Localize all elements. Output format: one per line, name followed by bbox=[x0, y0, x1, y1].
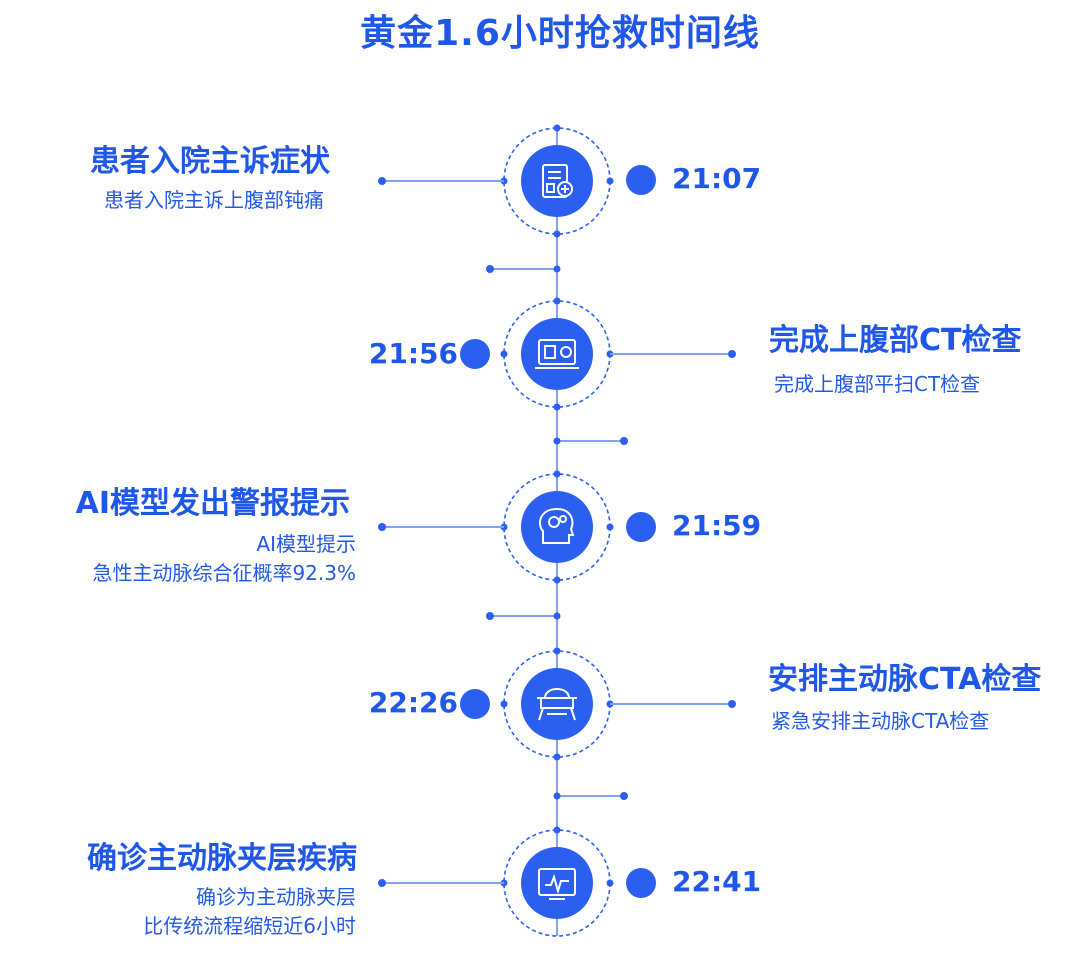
event-1-time: 21:07 bbox=[672, 162, 762, 195]
event-5-desc-line-1: 确诊为主动脉夹层 bbox=[196, 885, 356, 909]
medical-report-icon bbox=[542, 164, 573, 198]
event-1-desc-line-1: 患者入院主诉上腹部钝痛 bbox=[104, 188, 324, 212]
ct-scanner-icon bbox=[535, 339, 579, 369]
event-3-title: AI模型发出警报提示 bbox=[75, 486, 350, 521]
event-3-desc-line-1: AI模型提示 bbox=[256, 532, 356, 556]
event-3-desc-line-2: 急性主动脉综合征概率92.3% bbox=[92, 561, 356, 585]
time-dot-2 bbox=[460, 339, 490, 369]
diagnosis-monitor-icon bbox=[538, 868, 576, 900]
time-dot-5 bbox=[626, 868, 656, 898]
event-4-title: 安排主动脉CTA检查 bbox=[768, 662, 1042, 697]
time-dot-3 bbox=[626, 512, 656, 542]
timeline-node-1 bbox=[500, 124, 614, 238]
timeline-node-3 bbox=[500, 470, 614, 584]
event-4-desc-line-1: 紧急安排主动脉CTA检查 bbox=[771, 709, 990, 733]
event-3-time: 21:59 bbox=[672, 509, 762, 542]
event-4-time: 22:26 bbox=[368, 686, 458, 719]
cta-machine-icon bbox=[537, 688, 577, 721]
event-2-desc-line-1: 完成上腹部平扫CT检查 bbox=[774, 372, 981, 396]
ai-head-icon bbox=[539, 507, 575, 544]
event-2-title: 完成上腹部CT检查 bbox=[769, 323, 1022, 358]
time-dot-1 bbox=[626, 165, 656, 195]
event-1-title: 患者入院主诉症状 bbox=[90, 144, 330, 179]
event-5-time: 22:41 bbox=[672, 865, 762, 898]
page-title: 黄金1.6小时抢救时间线 bbox=[360, 13, 760, 54]
time-dot-4 bbox=[460, 689, 490, 719]
timeline-node-5 bbox=[500, 826, 614, 937]
event-5-desc-line-2: 比传统流程缩短近6小时 bbox=[143, 914, 356, 938]
event-5-title: 确诊主动脉夹层疾病 bbox=[87, 841, 357, 876]
event-2-time: 21:56 bbox=[368, 337, 458, 370]
